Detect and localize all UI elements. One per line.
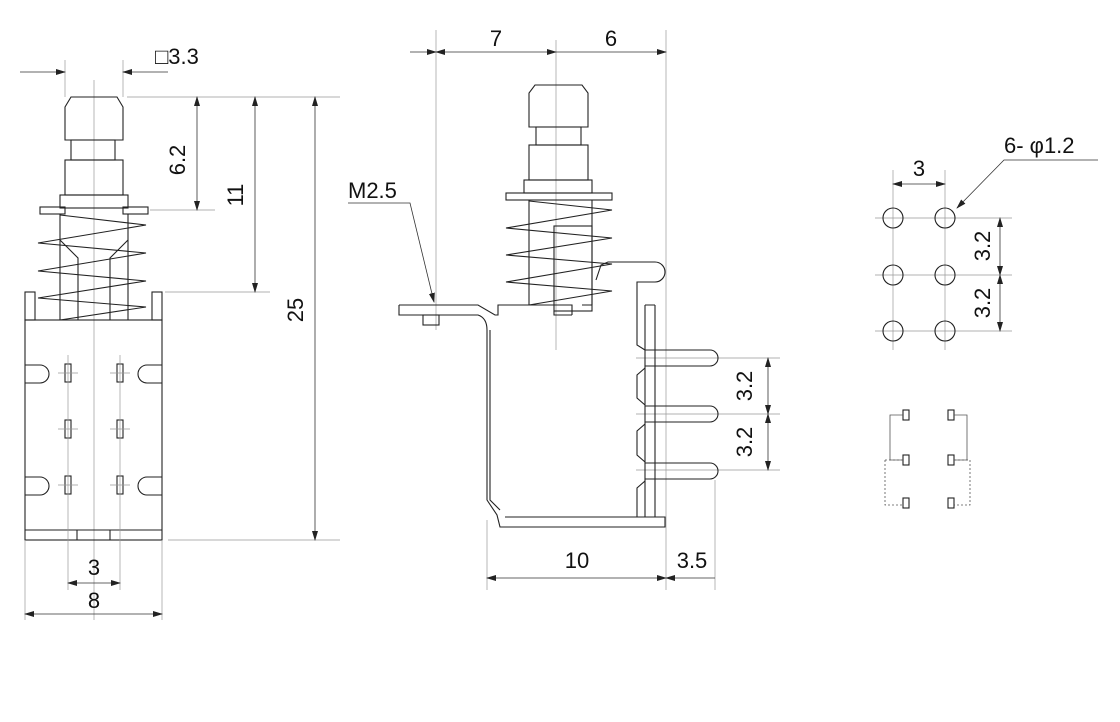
dim-3: 3 — [88, 555, 100, 580]
dim-6: 6 — [605, 26, 617, 51]
dim-6-2: 6.2 — [165, 145, 190, 176]
dim-square-3-3: □3.3 — [155, 44, 199, 69]
pcb-layout: 3 6- φ1.2 3.2 3.2 — [875, 133, 1098, 350]
dim-3-5: 3.5 — [677, 548, 708, 573]
contact-schematic — [884, 409, 971, 509]
dim-col-3: 3 — [913, 156, 925, 181]
spring — [37, 214, 147, 321]
switch-body — [24, 319, 163, 541]
dim-row-3-2-b: 3.2 — [970, 288, 995, 319]
dim-25: 25 — [283, 298, 308, 322]
dim-pin-3-2-a: 3.2 — [732, 371, 757, 402]
thread-label-m2-5: M2.5 — [348, 178, 397, 203]
terminal-pins — [636, 349, 719, 517]
dim-11: 11 — [223, 184, 248, 207]
pcb-holes — [882, 207, 956, 342]
side-view: 7 6 M2.5 3.2 3.2 10 3.5 — [348, 26, 780, 590]
dim-7: 7 — [490, 26, 502, 51]
front-view: □3.3 6.2 11 25 3 8 — [20, 44, 340, 620]
dim-row-3-2-a: 3.2 — [970, 231, 995, 262]
dim-10: 10 — [565, 548, 589, 573]
dim-8: 8 — [88, 588, 100, 613]
hole-label: 6- φ1.2 — [1004, 133, 1075, 158]
dim-pin-3-2-b: 3.2 — [732, 427, 757, 458]
